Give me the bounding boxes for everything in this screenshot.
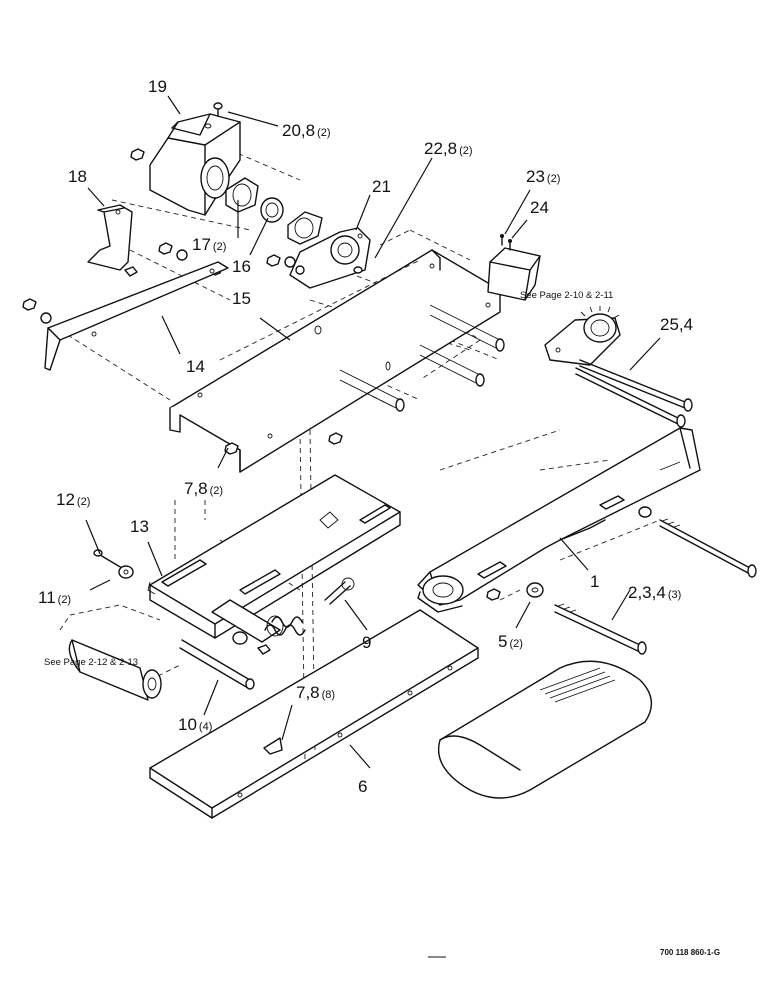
rods-10 xyxy=(179,631,271,690)
callout-17: 17(2) xyxy=(192,235,226,254)
conveyor-belt xyxy=(438,660,653,799)
callout-22-8: 22,8(2) xyxy=(424,139,473,158)
leader-lines xyxy=(85,95,661,769)
bolts-25-4 xyxy=(575,359,693,428)
callout-15: 15 xyxy=(232,289,251,308)
bottom-plate-6 xyxy=(149,609,479,819)
callout-labels: 19 20,8(2) 22,8(2) 18 21 23(2) 24 17(2) … xyxy=(38,77,693,796)
bolt-2-3-4 xyxy=(486,582,647,655)
callout-23: 23(2) xyxy=(526,167,560,186)
gear-housing-19 xyxy=(149,113,241,216)
roller-lower-left xyxy=(68,639,162,701)
main-arm-1 xyxy=(417,427,701,613)
reference-note-2-12: See Page 2-12 & 2-13 xyxy=(44,657,138,668)
callout-24: 24 xyxy=(530,198,549,217)
callout-13: 13 xyxy=(130,517,149,536)
fasteners-11-12 xyxy=(93,432,343,579)
callout-10: 10(4) xyxy=(178,715,212,734)
angle-bar-14 xyxy=(22,261,229,371)
bearing-assembly-16-17 xyxy=(225,177,323,245)
callout-2-3-4: 2,3,4(3) xyxy=(628,583,681,602)
upper-frame-15 xyxy=(169,249,501,473)
springs-9 xyxy=(264,577,355,637)
reference-note-2-10: See Page 2-10 & 2-11 xyxy=(520,290,613,301)
callout-21: 21 xyxy=(372,177,391,196)
callout-12: 12(2) xyxy=(56,490,90,509)
callout-20-8: 20,8(2) xyxy=(282,121,331,140)
callout-25-4: 25,4 xyxy=(660,315,693,334)
callout-16: 16 xyxy=(232,257,251,276)
callout-6: 6 xyxy=(358,777,367,796)
lower-frame-13 xyxy=(147,474,401,643)
callout-19: 19 xyxy=(148,77,167,96)
callout-18: 18 xyxy=(68,167,87,186)
bolt-right xyxy=(638,506,757,578)
shafts-upper xyxy=(339,304,505,412)
callout-14: 14 xyxy=(186,357,205,376)
callout-7-8-lower: 7,8(8) xyxy=(296,683,335,702)
callout-9: 9 xyxy=(362,633,371,652)
callout-7-8-upper: 7,8(2) xyxy=(184,479,223,498)
callout-1: 1 xyxy=(590,572,599,591)
bracket-18 xyxy=(87,204,138,277)
drive-sprocket-assembly xyxy=(487,234,621,366)
document-id: 700 118 860-1-G xyxy=(660,948,720,957)
callout-11: 11(2) xyxy=(38,588,71,607)
callout-5: 5(2) xyxy=(498,632,523,651)
